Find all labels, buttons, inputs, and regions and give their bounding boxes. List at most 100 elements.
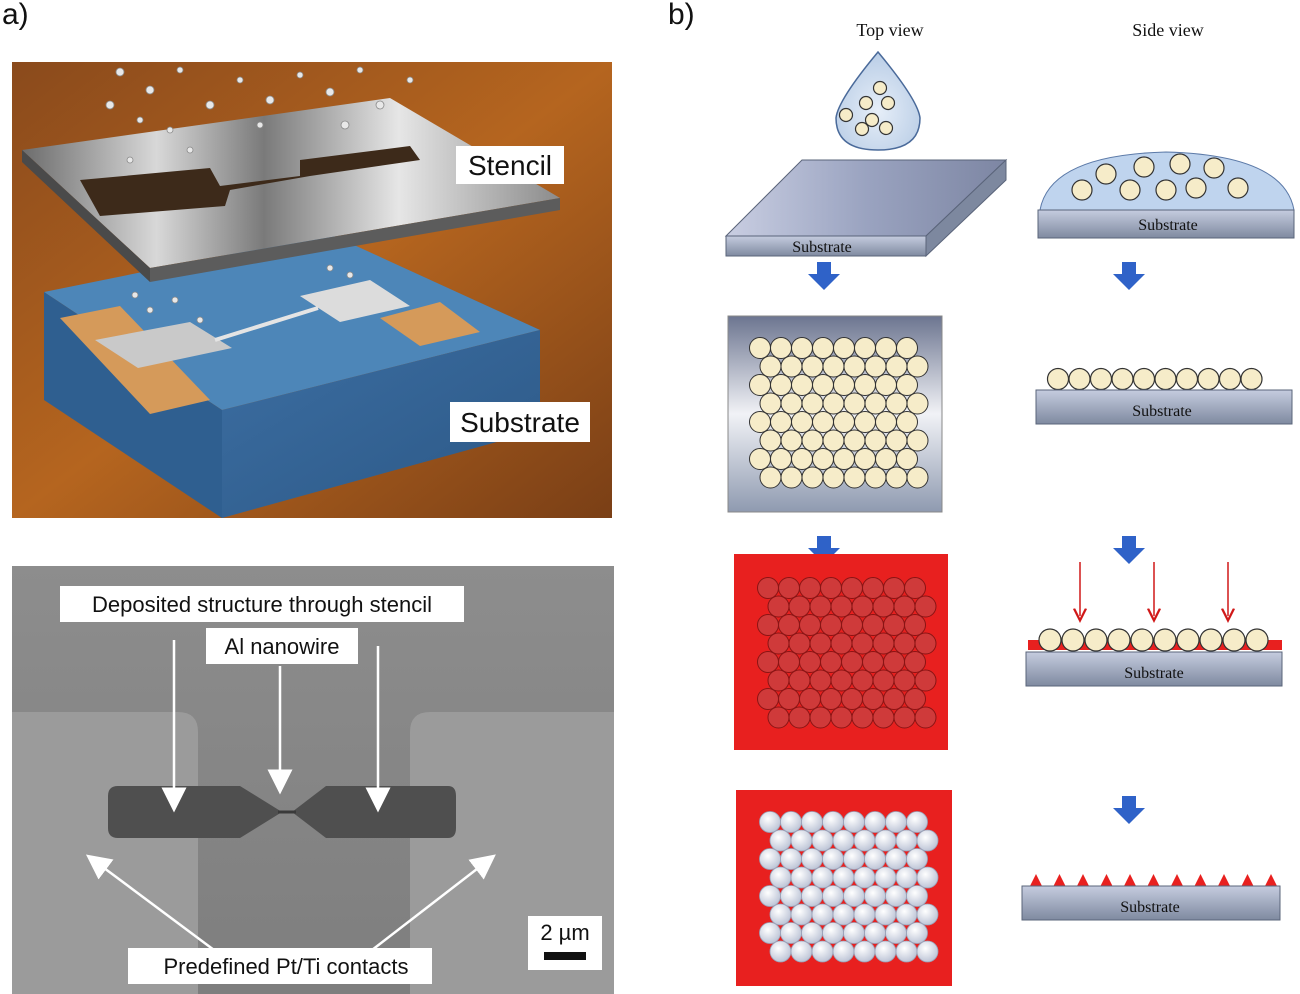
side-sphere	[1197, 367, 1220, 391]
masked-sphere	[830, 706, 853, 729]
colloid-sphere	[780, 355, 803, 378]
sem-image: Deposited structure through stencil Al n…	[12, 566, 614, 994]
dome-substrate-label: Substrate	[1138, 217, 1198, 234]
colloid-sphere	[759, 392, 782, 415]
colloid-sphere	[812, 337, 834, 359]
side-view-monolayer: Substrate	[1035, 367, 1293, 425]
masked-sphere	[862, 651, 884, 673]
silver-sphere	[843, 811, 865, 833]
silver-sphere	[759, 922, 781, 944]
masked-sphere	[788, 632, 811, 655]
side-sphere	[1245, 628, 1269, 652]
colloid-sphere	[875, 374, 897, 396]
stencil-schematic: Stencil Substrate	[12, 62, 612, 518]
side-sphere	[1199, 628, 1223, 652]
silver-sphere	[790, 866, 813, 889]
masked-sphere	[788, 669, 811, 692]
silver-sphere	[822, 811, 844, 833]
colloid-sphere	[812, 411, 834, 433]
side-view-liftoff: Substrate	[1021, 874, 1281, 921]
silver-sphere	[759, 885, 781, 907]
silver-sphere	[769, 829, 792, 852]
silver-sphere	[759, 848, 781, 870]
colloid-sphere	[791, 374, 813, 396]
nanotriangle	[1124, 874, 1136, 886]
colloid-sphere	[801, 429, 824, 452]
scalebar-label: 2 µm	[540, 920, 589, 945]
colloid-sphere	[896, 411, 918, 433]
colloid-sphere	[854, 411, 876, 433]
side-view-heading: Side view	[1132, 20, 1204, 40]
masked-sphere	[809, 669, 832, 692]
silver-sphere	[916, 903, 939, 926]
silver-sphere	[769, 940, 792, 963]
side-sphere	[1154, 367, 1177, 391]
silver-sphere	[790, 903, 813, 926]
side-sphere	[1240, 367, 1263, 391]
masked-sphere	[830, 632, 853, 655]
colloid-sphere	[791, 448, 813, 470]
silver-sphere	[895, 903, 918, 926]
colloid-sphere	[791, 411, 813, 433]
masked-sphere	[883, 688, 905, 710]
scalebar-bar	[544, 952, 586, 960]
colloid-sphere	[875, 448, 897, 470]
silver-sphere	[780, 922, 802, 944]
silver-sphere	[843, 848, 865, 870]
masked-sphere	[883, 614, 905, 636]
masked-sphere	[820, 651, 842, 673]
silver-sphere	[780, 848, 802, 870]
masked-sphere	[914, 595, 937, 618]
colloid-sphere	[759, 355, 782, 378]
colloid-sphere	[801, 355, 824, 378]
arrow-top-2	[808, 536, 840, 564]
arrow-side-2	[1113, 536, 1145, 564]
colloid-droplet	[835, 50, 921, 151]
silver-sphere	[885, 848, 907, 870]
top-view-monolayer	[727, 315, 943, 513]
colloid-sphere	[770, 337, 792, 359]
side-sphere	[1084, 628, 1108, 652]
masked-sphere	[883, 651, 905, 673]
silver-sphere	[790, 829, 813, 852]
colloid-sphere	[822, 466, 845, 489]
colloid-sphere	[770, 411, 792, 433]
slab-substrate-label: Substrate	[792, 239, 852, 256]
top-view-deposited	[734, 554, 948, 750]
silver-sphere	[853, 940, 876, 963]
masked-sphere	[841, 577, 863, 599]
silver-sphere	[906, 885, 928, 907]
colloid-sphere	[906, 392, 929, 415]
masked-sphere	[767, 706, 790, 729]
masked-sphere	[778, 614, 800, 636]
colloid-sphere	[749, 411, 771, 433]
colloid-sphere	[770, 448, 792, 470]
contact-pad-left	[12, 712, 198, 994]
stencil-aperture	[80, 146, 420, 216]
colloid-sphere	[875, 411, 897, 433]
silver-sphere	[811, 940, 834, 963]
side-sphere	[1038, 628, 1062, 652]
silver-sphere	[874, 866, 897, 889]
deposited-label: Deposited structure through stencil	[92, 592, 432, 617]
colloid-sphere	[854, 448, 876, 470]
panel-a-label: a)	[2, 0, 29, 31]
nanotriangle	[1100, 874, 1113, 886]
side-sphere	[1107, 628, 1131, 652]
mono-substrate-label: Substrate	[1132, 403, 1192, 420]
substrate-left-face	[44, 292, 222, 518]
masked-sphere	[809, 595, 832, 618]
masked-sphere	[914, 706, 937, 729]
colloid-sphere	[833, 374, 855, 396]
silver-sphere	[916, 866, 939, 889]
deposited-label-box	[60, 586, 464, 622]
colloid-sphere	[896, 448, 918, 470]
silver-sphere	[769, 866, 792, 889]
arrow-side-1	[1113, 262, 1145, 290]
silver-sphere	[832, 940, 855, 963]
masked-sphere	[893, 595, 916, 618]
colloid-sphere	[864, 429, 887, 452]
silver-sphere	[874, 829, 897, 852]
masked-sphere	[872, 706, 895, 729]
colloid-sphere	[854, 374, 876, 396]
